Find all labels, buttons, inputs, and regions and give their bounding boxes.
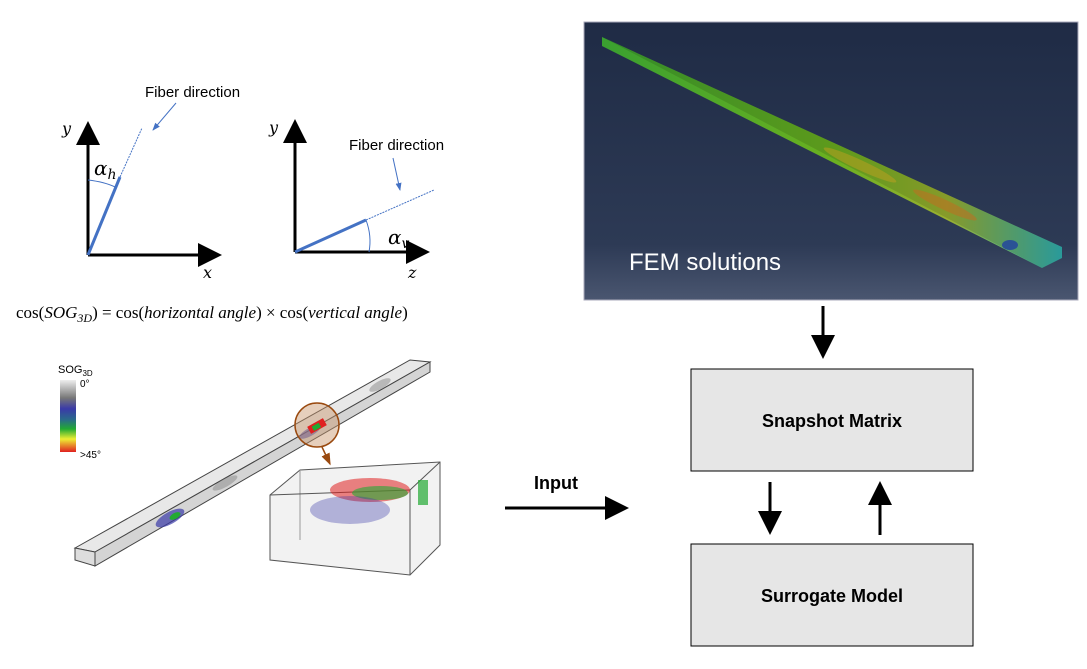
legend-title: SOG3D: [58, 364, 93, 378]
legend-min: 0°: [80, 379, 90, 390]
surrogate-model-label: Surrogate Model: [761, 586, 903, 606]
horizontal-angle-diagram: Fiber direction αh y x: [61, 84, 240, 282]
fiber-extension: [119, 127, 143, 178]
fiber-direction-label: Fiber direction: [145, 84, 240, 101]
fiber-extension: [365, 189, 435, 221]
legend-colorbar: [60, 380, 76, 452]
alpha-h-label: αh: [94, 156, 117, 183]
x-axis-label: x: [203, 263, 212, 282]
fiber-line: [86, 176, 122, 256]
sog-color-legend: SOG3D 0° >45°: [58, 364, 101, 461]
sog-formula: cos(SOG3D) = cos(horizontal angle) × cos…: [16, 303, 408, 325]
fiber-direction-label: Fiber direction: [349, 137, 444, 154]
vertical-angle-diagram: Fiber direction αv y z: [268, 118, 444, 282]
fiber-pointer-arrow: [392, 157, 402, 191]
angle-arc: [87, 179, 116, 188]
legend-max: >45°: [80, 450, 101, 461]
zoom-arrow: [321, 446, 331, 466]
sog-beam-visualization: [73, 359, 441, 576]
fiber-pointer-arrow: [152, 102, 177, 131]
alpha-v-label: αv: [388, 225, 410, 252]
snapshot-matrix-box: Snapshot Matrix: [690, 368, 974, 472]
y-axis-label: y: [61, 119, 72, 138]
y-axis-label: y: [268, 118, 279, 137]
angle-arc: [365, 219, 371, 253]
fem-solutions-label: FEM solutions: [629, 249, 781, 276]
snapshot-matrix-label: Snapshot Matrix: [762, 411, 902, 431]
fem-solutions-panel: FEM solutions: [583, 21, 1079, 301]
fiber-line: [294, 218, 367, 254]
surrogate-model-box: Surrogate Model: [690, 543, 974, 647]
z-axis-label: z: [407, 263, 417, 282]
input-label: Input: [534, 473, 578, 493]
